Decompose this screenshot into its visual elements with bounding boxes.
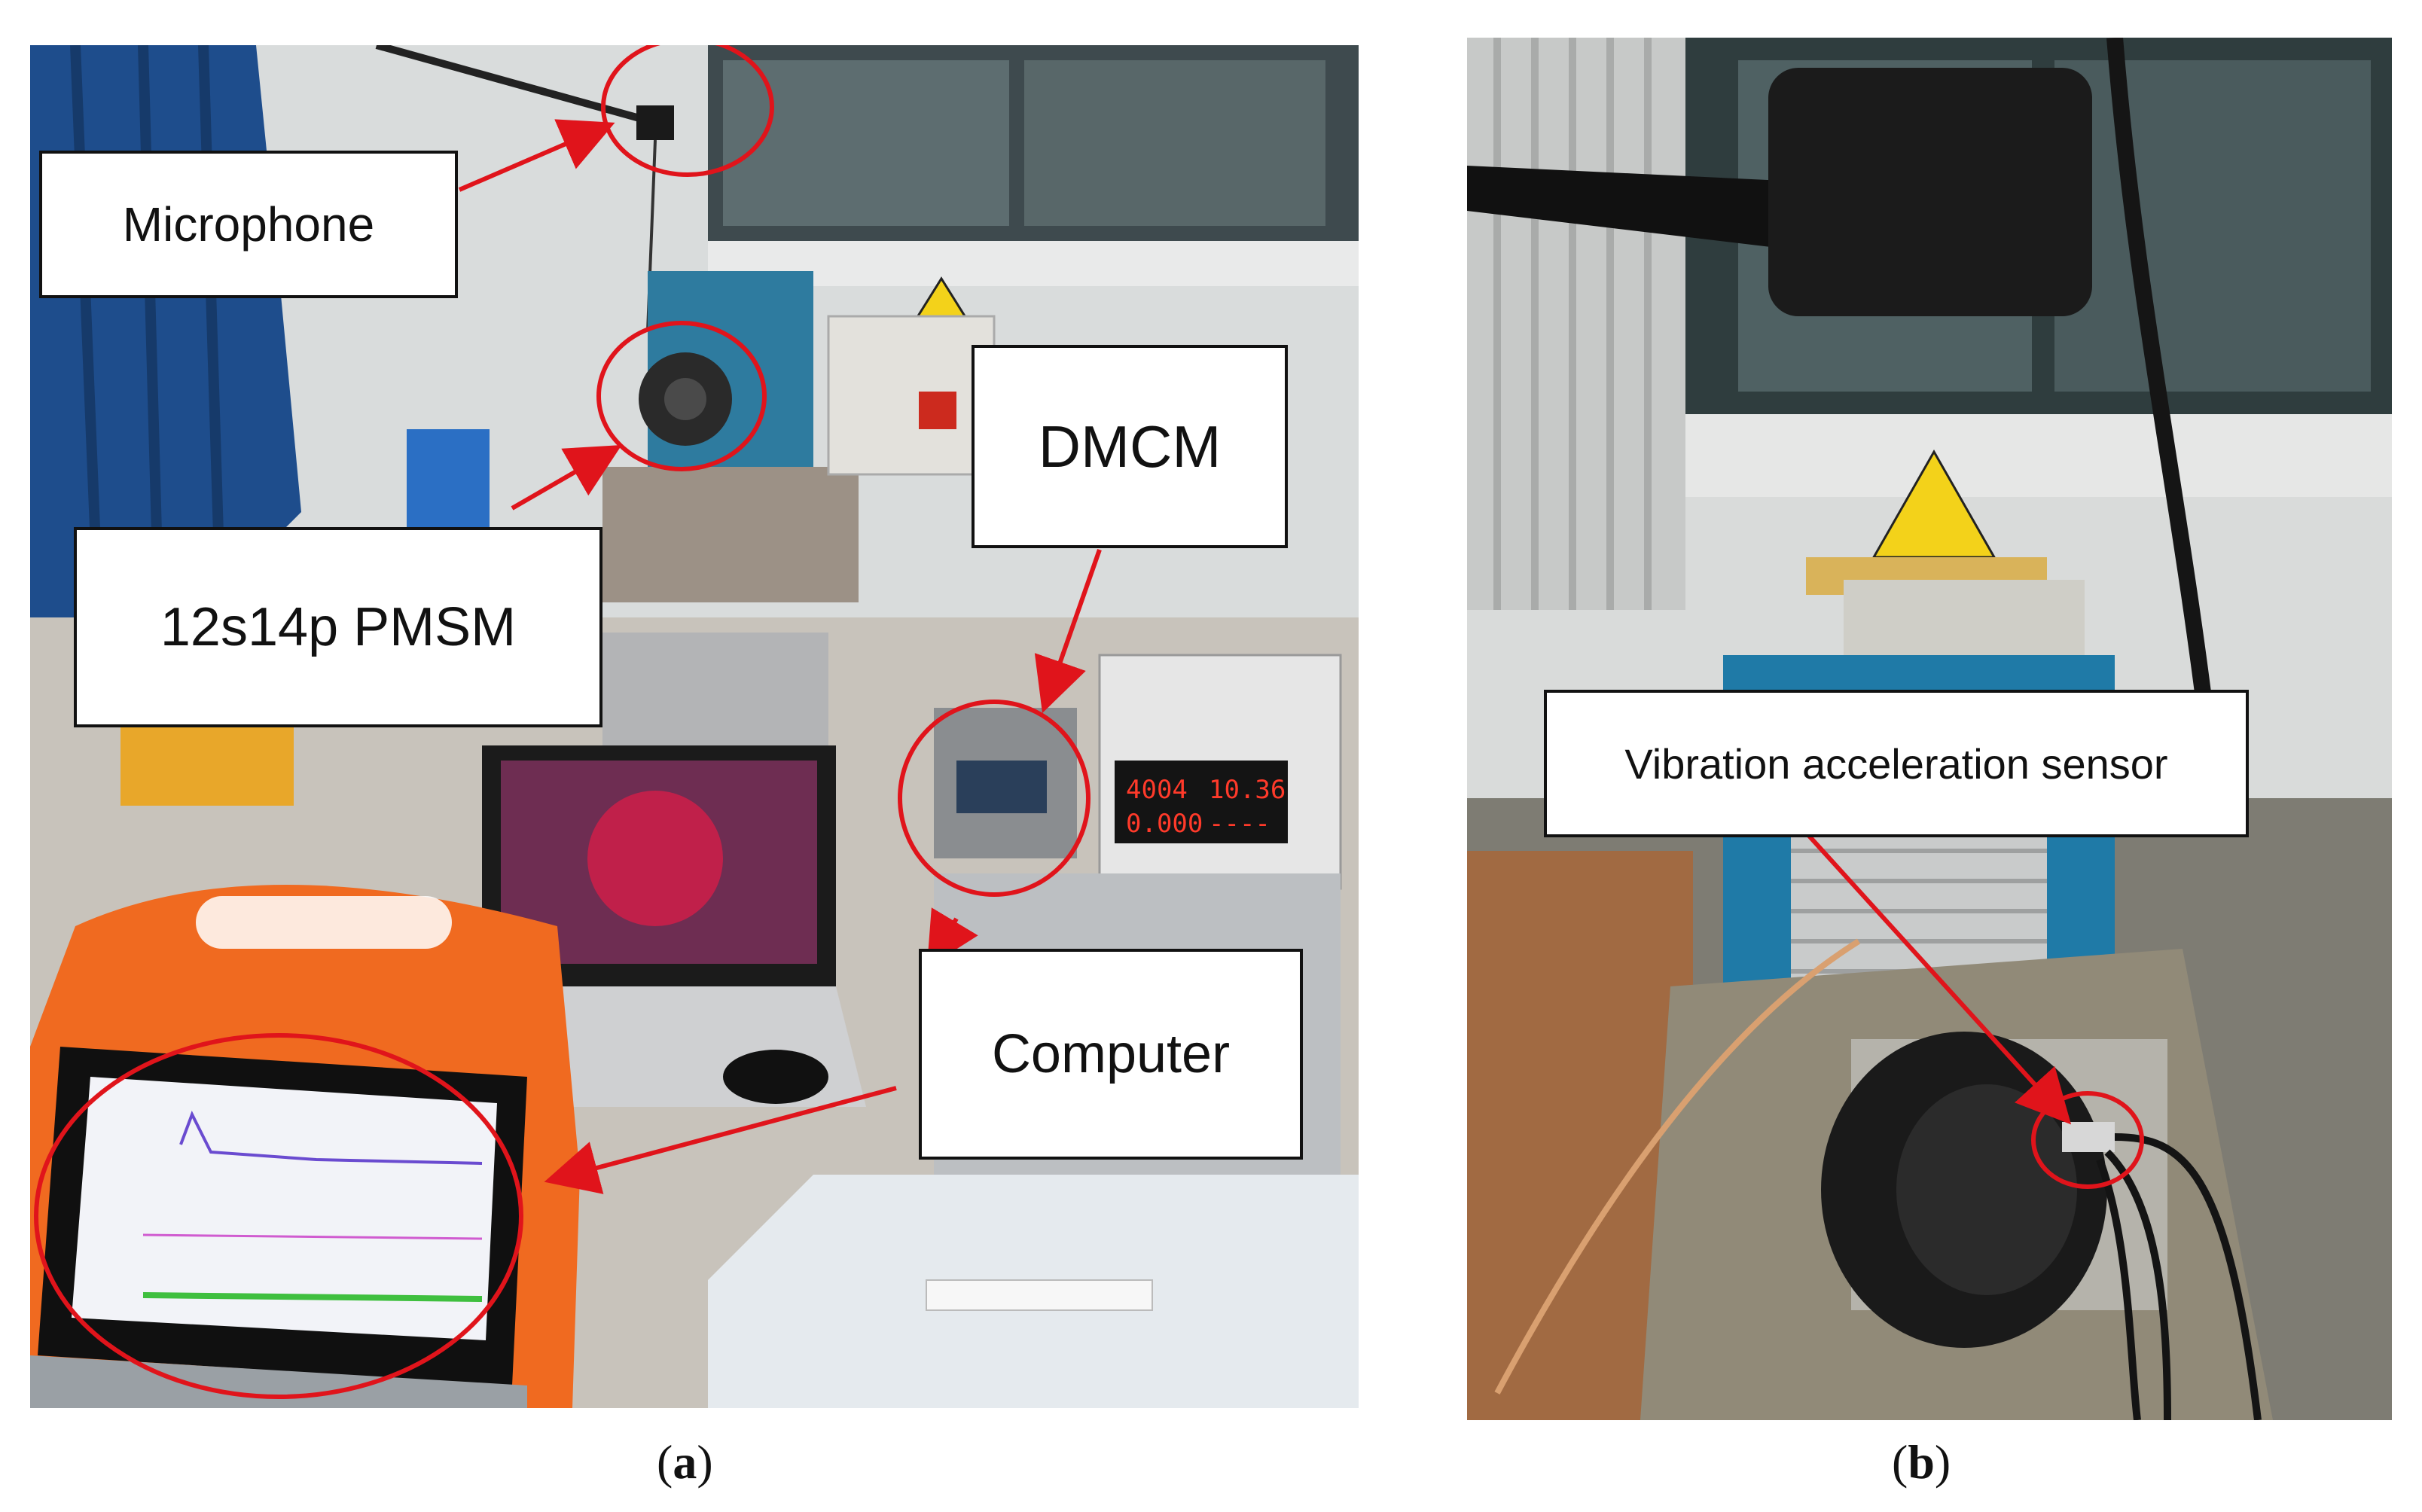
microphone-highlight-circle xyxy=(601,45,774,177)
caption-a-close: ) xyxy=(697,1435,713,1489)
dmcm-arrow xyxy=(1034,549,1102,713)
caption-b-letter: b xyxy=(1908,1435,1935,1489)
dmcm-circuit-board xyxy=(956,761,1047,813)
readout-top-left: 4004 xyxy=(1126,775,1188,805)
electrical-box xyxy=(827,315,996,476)
hp-laptop-base xyxy=(30,1355,527,1408)
sensor-arrow xyxy=(1807,834,2072,1125)
power-supply-display xyxy=(1115,761,1288,843)
hp-laptop-screen xyxy=(72,1077,497,1340)
motor-label: 12s14p PMSM xyxy=(74,527,602,727)
microphone-label-text: Microphone xyxy=(122,197,375,251)
computer-arrow-down xyxy=(544,1086,897,1194)
motor-label-text: 12s14p PMSM xyxy=(160,597,517,657)
window-pane-right xyxy=(2054,60,2371,392)
blind-slats xyxy=(1493,38,1652,610)
microphone-arm xyxy=(1467,166,1783,248)
rose-wallpaper xyxy=(587,791,723,926)
window-pane-right xyxy=(1024,60,1325,226)
vibration-sensor xyxy=(2062,1122,2115,1152)
dmcm-label-text: DMCM xyxy=(1038,413,1222,480)
computer-label: Computer xyxy=(919,949,1303,1160)
mouse xyxy=(723,1050,828,1104)
dmcm-highlight-circle xyxy=(898,700,1091,897)
motor-shaft xyxy=(664,378,706,420)
barcode-label xyxy=(926,1279,1153,1311)
sensor-label: Vibration acceleration sensor xyxy=(1544,690,2249,837)
green-trace xyxy=(142,1292,483,1302)
spectrum-plot-line xyxy=(179,1111,483,1165)
emergency-button xyxy=(919,392,956,429)
panel-b-annotations xyxy=(1807,834,2144,1189)
motor-highlight-circle xyxy=(596,321,767,471)
computer-label-text: Computer xyxy=(991,1024,1231,1084)
motor-stand xyxy=(602,467,859,602)
pink-trace xyxy=(142,1233,483,1240)
readout-top-right: 10.36 xyxy=(1209,775,1286,805)
dmcm-label: DMCM xyxy=(972,345,1288,548)
grey-chair xyxy=(602,633,828,745)
panel-b-photo: Vibration acceleration sensor xyxy=(1467,38,2392,1420)
window-sill xyxy=(1685,414,2392,497)
caption-b-open: ( xyxy=(1892,1435,1908,1489)
computer-highlight-circle xyxy=(34,1033,523,1399)
microphone-label: Microphone xyxy=(39,151,458,298)
readout-bottom-left: 0.000 xyxy=(1126,809,1203,839)
sensor-highlight-circle xyxy=(2031,1091,2144,1189)
caption-a-open: ( xyxy=(657,1435,673,1489)
sensor-label-text: Vibration acceleration sensor xyxy=(1624,739,2168,788)
microphone-body xyxy=(636,105,674,140)
window-sill xyxy=(708,241,1359,286)
readout-bottom-right: ---- xyxy=(1209,809,1270,839)
caption-a: (a) xyxy=(657,1434,713,1490)
orange-chair-handle xyxy=(196,896,452,949)
caption-b-close: ) xyxy=(1934,1435,1951,1489)
microphone-arrow xyxy=(458,119,615,192)
caption-b: (b) xyxy=(1892,1434,1951,1490)
caption-a-letter: a xyxy=(673,1435,697,1489)
microphone-holder xyxy=(1768,68,2092,316)
panel-a-photo: 4004 10.36 0.000 ---- xyxy=(30,45,1359,1408)
orange-cable xyxy=(1494,938,1861,1395)
motor-arrow xyxy=(511,445,622,511)
